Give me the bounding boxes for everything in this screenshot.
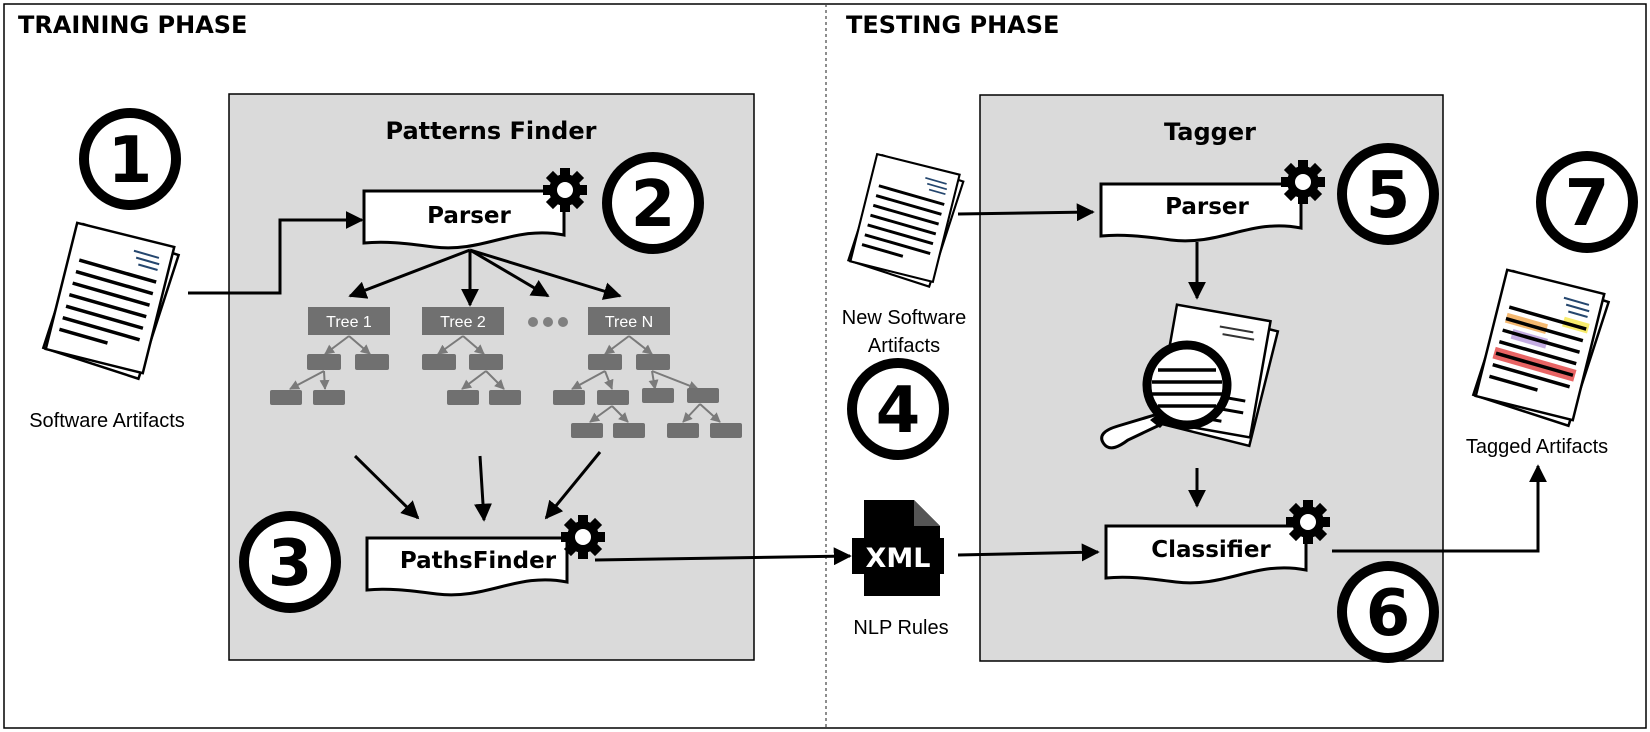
arrow-classifier-to-tagged	[1332, 464, 1547, 553]
new-software-artifacts-caption-line1: New Software	[842, 307, 967, 329]
step-1-badge: 1	[79, 108, 181, 210]
tagged-document-stack-icon	[1471, 268, 1611, 428]
arrow-pathsfinder-to-rules	[594, 547, 852, 566]
step-7-number: 7	[1565, 167, 1610, 241]
step-6-number: 6	[1366, 577, 1411, 651]
parser-to-trees-arrows	[348, 248, 622, 307]
tree-n-label: Tree N	[605, 314, 653, 331]
classifier-label: Classifier	[1151, 537, 1271, 563]
tree-n-structure	[553, 335, 742, 438]
gear-icon	[1286, 500, 1330, 544]
trees-to-pathsfinder-arrows	[353, 451, 602, 522]
pathsfinder-label: PathsFinder	[400, 548, 557, 574]
ellipsis-icon	[528, 317, 568, 327]
parser-box: Parser	[362, 189, 566, 250]
nlp-rules-caption: NLP Rules	[853, 617, 948, 639]
magnifier-icon	[1100, 303, 1280, 450]
gear-icon	[1281, 160, 1325, 204]
xml-file-icon: XML	[852, 500, 944, 596]
tree-1-label: Tree 1	[326, 314, 372, 331]
step-1-number: 1	[108, 124, 153, 198]
arrow-new-artifacts-to-parser	[957, 203, 1095, 222]
tree-2: Tree 2	[422, 307, 504, 335]
tree-2-label: Tree 2	[440, 314, 486, 331]
tree-2-structure	[422, 335, 521, 405]
step-5-number: 5	[1366, 159, 1411, 233]
training-phase-title: TRAINING PHASE	[18, 11, 247, 39]
step-2-number: 2	[631, 168, 676, 242]
tree-1: Tree 1	[308, 307, 390, 335]
gear-icon	[543, 168, 587, 212]
tagger-parser-label: Parser	[1165, 194, 1249, 220]
tagger-title: Tagger	[1164, 118, 1256, 146]
step-5-badge: 5	[1337, 143, 1439, 245]
classifier-box: Classifier	[1104, 524, 1308, 585]
tagger-parser-box: Parser	[1099, 182, 1303, 243]
parser-label: Parser	[427, 203, 511, 229]
xml-icon-text: XML	[866, 543, 931, 574]
step-4-number: 4	[876, 374, 921, 448]
pathsfinder-box: PathsFinder	[365, 536, 569, 597]
testing-phase-title: TESTING PHASE	[846, 11, 1059, 39]
software-artifacts-caption: Software Artifacts	[29, 410, 185, 432]
tree-n: Tree N	[588, 307, 670, 335]
tagged-artifacts-caption: Tagged Artifacts	[1466, 436, 1608, 458]
step-3-badge: 3	[239, 511, 341, 613]
step-4-badge: 4	[847, 358, 949, 460]
arrow-artifacts-to-parser	[188, 211, 364, 295]
step-7-badge: 7	[1536, 151, 1638, 253]
arrow-rules-to-classifier	[957, 543, 1100, 562]
step-6-badge: 6	[1337, 561, 1439, 663]
step-2-badge: 2	[602, 152, 704, 254]
patterns-finder-title: Patterns Finder	[386, 117, 597, 145]
new-software-artifacts-caption-line2: Artifacts	[868, 335, 940, 357]
gear-icon	[561, 515, 605, 559]
tree-1-structure	[270, 335, 389, 405]
step-3-number: 3	[268, 527, 313, 601]
